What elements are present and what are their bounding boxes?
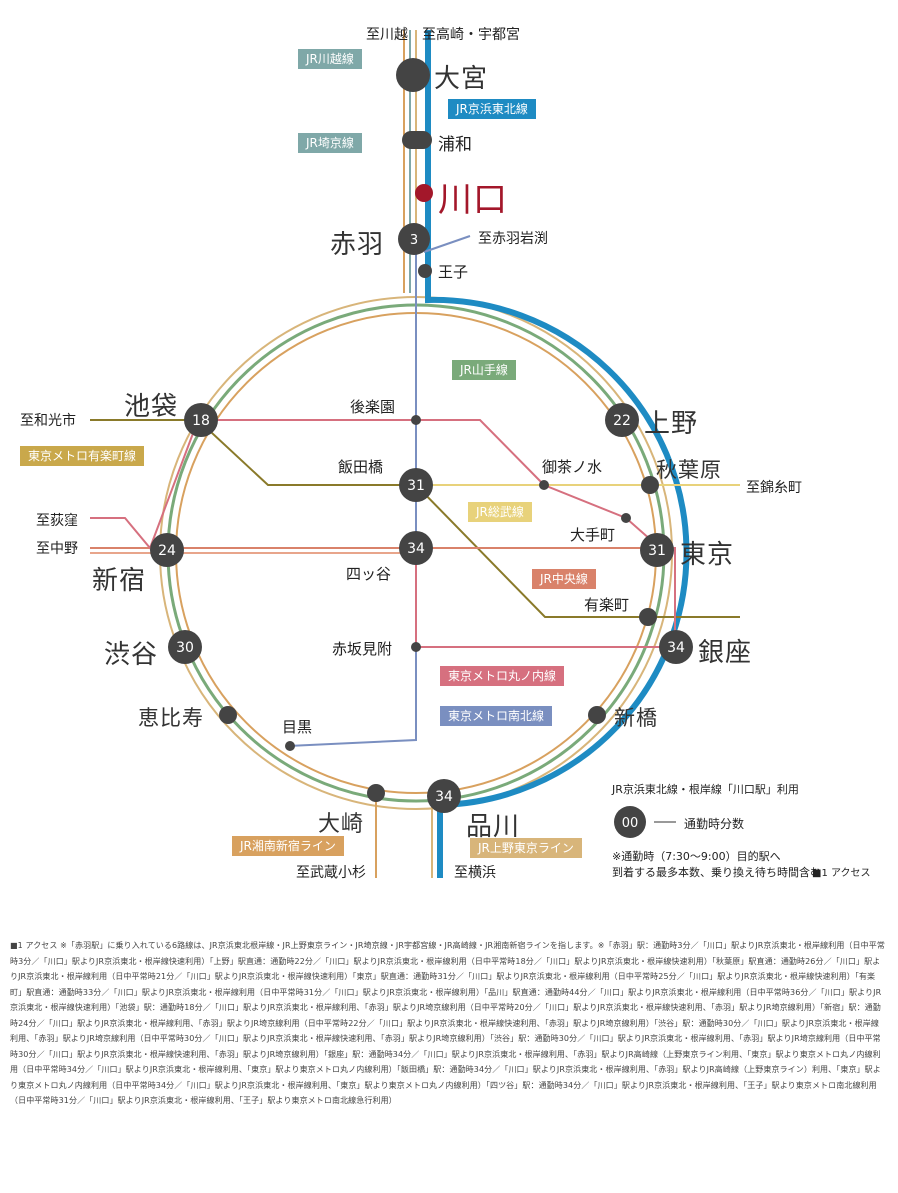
shibuya-marker <box>168 630 202 664</box>
legend-note1: ※通勤時（7:30～9:00）目的駅へ <box>612 850 781 863</box>
shinbashi-marker <box>588 706 606 724</box>
keihin-tohoku-line-tag: JR京浜東北線 <box>448 99 536 119</box>
ogikubo-direction: 至荻窪 <box>36 513 78 529</box>
ebisu-name: 恵比寿 <box>138 706 204 730</box>
legend-sample-marker <box>614 806 646 838</box>
otemachi-name: 大手町 <box>570 526 616 544</box>
shinagawa-marker <box>427 779 461 813</box>
korakuen-marker <box>411 415 421 425</box>
shibuya-time: 30 <box>176 640 194 656</box>
ueno-time: 22 <box>613 413 631 429</box>
musashikosugi-direction: 至武蔵小杉 <box>296 865 366 881</box>
yurakucho-marker <box>639 608 657 626</box>
takasaki-direction: 至高崎・宇都宮 <box>422 27 520 43</box>
marunouchi-line-tag: 東京メトロ丸ノ内線 <box>440 666 565 686</box>
omiya-marker <box>396 58 430 92</box>
legend-note2: 到着する最多本数、乗り換え待ち時間含む <box>612 866 821 879</box>
ikebukuro-marker <box>184 403 218 437</box>
oji-marker <box>418 264 432 278</box>
shinagawa-time: 34 <box>435 789 453 805</box>
tokyo-name: 東京 <box>680 540 735 570</box>
tokyo-marker <box>640 533 674 567</box>
footnote: ■1 アクセス ※「赤羽駅」に乗り入れている6路線は、JR京浜東北根岸線・JR上… <box>10 941 885 1105</box>
meguro-marker <box>285 741 295 751</box>
akabane-marker <box>398 223 430 255</box>
legend-sample-desc: 通勤時分数 <box>684 817 745 831</box>
shinbashi-name: 新橋 <box>614 706 658 730</box>
shinagawa-name: 品川 <box>466 812 521 842</box>
wakoshi-direction: 至和光市 <box>20 413 76 429</box>
ginza-time: 34 <box>667 640 685 656</box>
ochanomizu-marker <box>539 480 549 490</box>
route-map: 3 18 22 31 24 34 31 30 34 34 00 <box>90 30 740 878</box>
oji-name: 王子 <box>438 263 469 281</box>
yokohama-direction: 至横浜 <box>454 865 496 881</box>
iidabashi-time: 31 <box>407 478 425 494</box>
meguro-name: 目黒 <box>282 718 313 736</box>
kinshicho-direction: 至錦糸町 <box>746 480 802 496</box>
osaki-marker <box>367 784 385 802</box>
ikebukuro-name: 池袋 <box>124 392 179 422</box>
legend-ref: ■1 アクセス <box>812 868 871 879</box>
iidabashi-name: 飯田橋 <box>338 458 384 476</box>
legend-sample-time: 00 <box>622 816 639 831</box>
ikebukuro-time: 18 <box>192 413 210 429</box>
ueno-marker <box>605 403 639 437</box>
namboku-branch <box>423 235 471 253</box>
akihabara-marker <box>641 476 659 494</box>
otemachi-marker <box>621 513 631 523</box>
korakuen-name: 後楽園 <box>350 398 396 416</box>
shinjuku-name: 新宿 <box>92 566 147 596</box>
namboku-line-tag: 東京メトロ南北線 <box>440 706 553 726</box>
legend-title: JR京浜東北線・根岸線「川口駅」利用 <box>612 783 799 796</box>
yotsuya-time: 34 <box>407 541 425 557</box>
akasakamitsuke-name: 赤坂見附 <box>332 640 393 658</box>
sobu-line-tag: JR総武線 <box>468 502 532 522</box>
shonan-shinjuku-line-tag: JR湘南新宿ライン <box>232 836 344 856</box>
namboku-line <box>287 230 417 747</box>
ueno-name: 上野 <box>644 409 699 439</box>
urawa-name: 浦和 <box>438 135 472 155</box>
akihabara-name: 秋葉原 <box>656 458 722 482</box>
kawagoe-direction: 至川越 <box>366 27 408 43</box>
shinjuku-time: 24 <box>158 543 176 559</box>
omiya-name: 大宮 <box>434 64 489 94</box>
akabane-time: 3 <box>410 233 418 248</box>
osaki-name: 大崎 <box>318 812 365 837</box>
keihin-tohoku-line <box>425 30 690 878</box>
shibuya-name: 渋谷 <box>104 640 159 670</box>
ginza-marker <box>659 630 693 664</box>
kawagoe-line-tag: JR川越線 <box>298 49 362 69</box>
iidabashi-marker <box>399 468 433 502</box>
akasakamitsuke-marker <box>411 642 421 652</box>
yurakucho-name: 有楽町 <box>584 596 630 614</box>
yurakucho-line-tag: 東京メトロ有楽町線 <box>20 446 145 466</box>
ginza-name: 銀座 <box>698 638 753 668</box>
chuo-line-tag: JR中央線 <box>532 569 596 589</box>
tokyo-time: 31 <box>648 543 666 559</box>
shinjuku-marker <box>150 533 184 567</box>
ochanomizu-name: 御茶ノ水 <box>542 458 603 476</box>
kawaguchi-name: 川口 <box>438 180 508 220</box>
saikyo-line-tag: JR埼京線 <box>298 133 362 153</box>
ueno-tokyo-line-tag: JR上野東京ライン <box>470 838 582 858</box>
yotsuya-name: 四ッ谷 <box>346 565 392 583</box>
urawa-marker <box>402 131 432 149</box>
yurakucho-line <box>90 419 740 618</box>
kawaguchi-marker <box>415 184 433 202</box>
marunouchi-line-b <box>415 553 668 648</box>
nakano-direction: 至中野 <box>36 541 78 557</box>
ebisu-marker <box>219 706 237 724</box>
yotsuya-marker <box>399 531 433 565</box>
akabane-name: 赤羽 <box>330 230 385 260</box>
yamanote-line-tag: JR山手線 <box>452 360 516 380</box>
akabaneiwabuchi-direction: 至赤羽岩渕 <box>478 231 548 247</box>
